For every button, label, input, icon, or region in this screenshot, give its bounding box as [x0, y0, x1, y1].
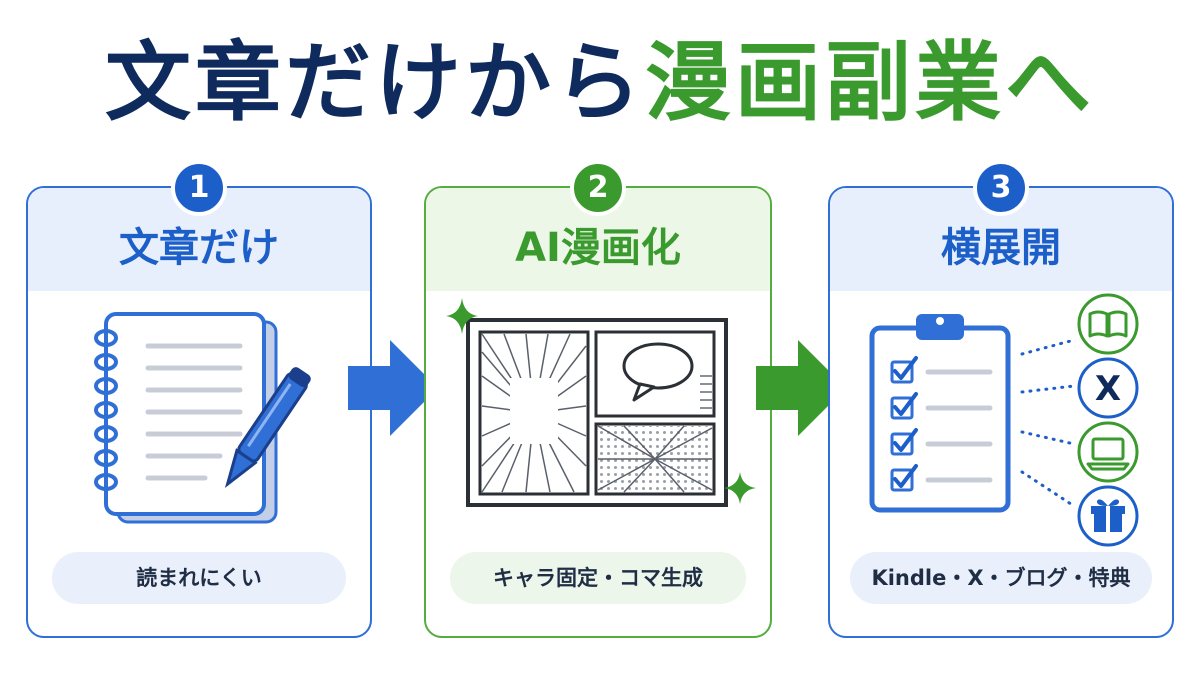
step-3-badge: 3 [973, 160, 1029, 216]
step-3-caption: Kindle・X・ブログ・特典 [850, 552, 1152, 604]
title-part-2: 漫画副業へ [645, 33, 1095, 133]
step-1-badge: 1 [171, 160, 227, 216]
step-3-label: 横展開 [941, 225, 1061, 271]
x-logo-glyph: X [1095, 369, 1121, 409]
arrow-right-icon [348, 340, 438, 436]
step-1-caption: 読まれにくい [52, 552, 346, 604]
book-icon [1077, 293, 1139, 355]
gift-icon [1077, 485, 1139, 547]
main-title: 文章だけから漫画副業へ [0, 28, 1200, 138]
connector-lines [1020, 340, 1076, 508]
step-2-caption: キャラ固定・コマ生成 [450, 552, 746, 604]
manga-panels-icon [446, 298, 756, 507]
step-1-label: 文章だけ [119, 225, 279, 271]
clipboard-checklist-icon [869, 314, 1011, 513]
x-logo-icon: X [1077, 357, 1139, 419]
notebook-pen-icon [94, 312, 311, 524]
title-part-1: 文章だけから [105, 33, 645, 133]
laptop-icon [1077, 421, 1139, 483]
arrow-right-icon [756, 340, 846, 436]
step-2-label: AI漫画化 [515, 225, 681, 271]
step-2-badge: 2 [570, 160, 626, 216]
